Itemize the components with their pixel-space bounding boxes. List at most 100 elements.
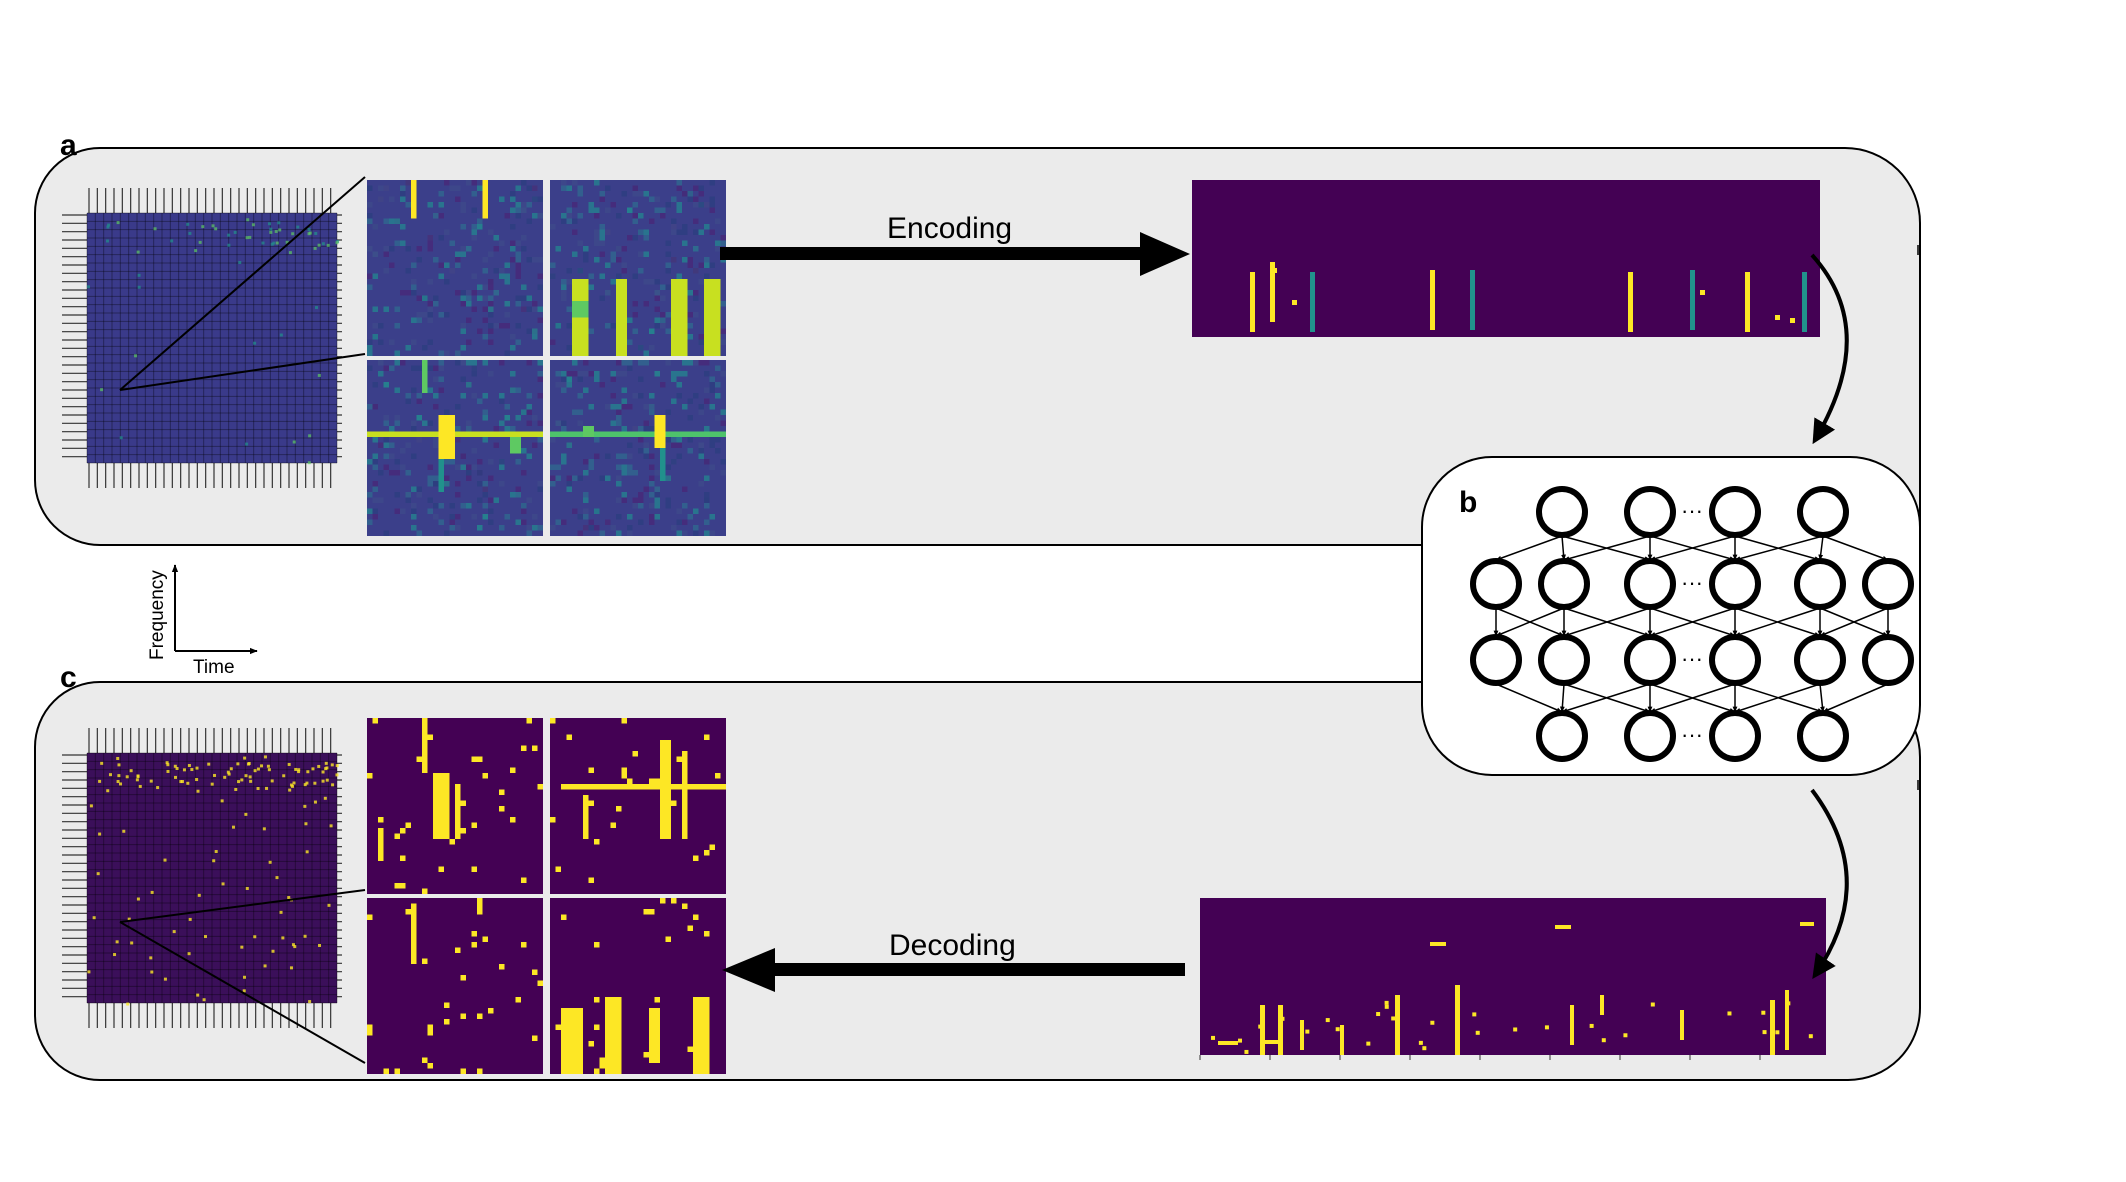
- noise-pixel: [693, 246, 699, 252]
- signal-pixel: [455, 947, 461, 953]
- noise-pixel: [649, 409, 655, 415]
- spectrogram-pixel: [313, 246, 317, 250]
- noise-pixel: [577, 185, 583, 191]
- noise-pixel: [616, 404, 622, 410]
- layer-ellipsis: ···: [1681, 646, 1703, 671]
- noise-pixel: [383, 382, 389, 388]
- spectrogram-pixel: [231, 825, 235, 829]
- noise-pixel: [394, 240, 400, 246]
- noise-pixel: [372, 497, 378, 503]
- noise-pixel: [394, 306, 400, 312]
- noise-pixel: [698, 453, 704, 459]
- noise-pixel: [605, 185, 611, 191]
- spectrogram-pixel: [213, 773, 217, 777]
- spectrogram-pixel: [266, 764, 270, 768]
- noise-pixel: [649, 519, 655, 525]
- spectrogram-pixel: [149, 779, 153, 783]
- spectrogram-pixel: [107, 223, 111, 227]
- spectrogram-pixel: [335, 241, 339, 245]
- noise-pixel: [693, 268, 699, 274]
- noise-pixel: [643, 486, 649, 492]
- noise-pixel: [583, 459, 589, 465]
- signal-pixel: [477, 1068, 483, 1074]
- noise-pixel: [715, 240, 721, 246]
- noise-pixel: [682, 503, 688, 509]
- noise-pixel: [676, 530, 682, 536]
- noise-pixel: [477, 218, 483, 224]
- code-mark: [1263, 1040, 1281, 1044]
- noise-pixel: [649, 218, 655, 224]
- signal-pixel: [482, 773, 488, 779]
- noise-pixel: [671, 398, 677, 404]
- noise-pixel: [698, 185, 704, 191]
- noise-pixel: [649, 345, 655, 351]
- noise-pixel: [709, 464, 715, 470]
- signal-pixel: [610, 822, 616, 828]
- noise-pixel: [720, 371, 726, 377]
- noise-pixel: [378, 339, 384, 345]
- noise-pixel: [599, 191, 605, 197]
- noise-pixel: [638, 268, 644, 274]
- noise-pixel: [704, 459, 710, 465]
- noise-pixel: [460, 328, 466, 334]
- code-pixel: [1430, 1020, 1435, 1025]
- spectrogram-pixel: [244, 812, 248, 816]
- signal-pixel: [367, 1024, 373, 1030]
- noise-pixel: [400, 196, 406, 202]
- noise-pixel: [632, 191, 638, 197]
- noise-pixel: [660, 312, 666, 318]
- noise-pixel: [632, 273, 638, 279]
- spectrogram-pixel: [214, 850, 218, 854]
- noise-pixel: [383, 415, 389, 421]
- noise-pixel: [621, 470, 627, 476]
- code-pixel: [1775, 1030, 1780, 1035]
- noise-pixel: [411, 508, 417, 514]
- noise-pixel: [649, 481, 655, 487]
- noise-pixel: [698, 191, 704, 197]
- noise-pixel: [627, 235, 633, 241]
- noise-pixel: [720, 409, 726, 415]
- noise-pixel: [665, 464, 671, 470]
- spectrogram-pixel: [190, 768, 194, 772]
- noise-pixel: [383, 464, 389, 470]
- spectrogram-pixel: [115, 940, 119, 944]
- noise-pixel: [482, 437, 488, 443]
- code-pixel: [1258, 1024, 1263, 1029]
- signal-pixel: [510, 767, 516, 773]
- noise-pixel: [455, 185, 461, 191]
- noise-pixel: [709, 530, 715, 536]
- noise-pixel: [515, 519, 521, 525]
- noise-pixel: [482, 415, 488, 421]
- spectrogram-pixel: [179, 780, 183, 784]
- noise-pixel: [438, 350, 444, 356]
- noise-pixel: [594, 376, 600, 382]
- decoded-input-representation: [1199, 898, 1826, 1060]
- code-mark: [1600, 995, 1604, 1015]
- noise-pixel: [488, 251, 494, 257]
- noise-pixel: [438, 503, 444, 509]
- noise-pixel: [616, 481, 622, 487]
- noise-pixel: [405, 268, 411, 274]
- noise-pixel: [499, 420, 505, 426]
- network-node: [1624, 710, 1676, 762]
- noise-pixel: [422, 312, 428, 318]
- signal-pixel: [555, 866, 561, 872]
- noise-pixel: [693, 393, 699, 399]
- noise-pixel: [455, 426, 461, 432]
- noise-pixel: [438, 519, 444, 525]
- noise-pixel: [616, 530, 622, 536]
- code-image: [1192, 180, 1820, 337]
- signal-pixel: [594, 1024, 600, 1030]
- noise-pixel: [427, 497, 433, 503]
- network-node: [1797, 486, 1849, 538]
- spectrogram-pixel: [270, 242, 274, 246]
- noise-pixel: [555, 382, 561, 388]
- signal-pixel: [433, 773, 450, 839]
- signal-pixel: [444, 1019, 450, 1025]
- noise-pixel: [526, 306, 532, 312]
- noise-pixel: [616, 213, 622, 219]
- noise-pixel: [660, 382, 666, 388]
- noise-pixel: [632, 497, 638, 503]
- noise-pixel: [515, 486, 521, 492]
- noise-pixel: [416, 365, 422, 371]
